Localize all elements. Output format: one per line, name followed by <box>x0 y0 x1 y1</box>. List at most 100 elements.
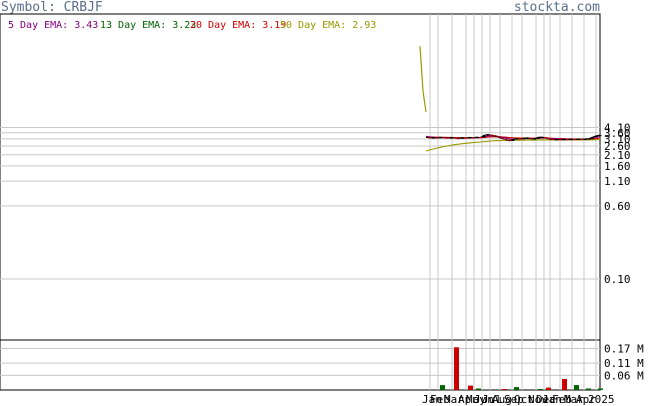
volume-bar <box>454 347 459 390</box>
candle <box>478 137 482 139</box>
y-tick-label: 4.10 <box>604 121 631 134</box>
y-tick-label: 1.10 <box>604 175 631 188</box>
volume-bar <box>574 385 579 390</box>
x-tick-label: Mar <box>444 393 464 406</box>
volume-tick-label: 0.06 M <box>604 369 644 382</box>
price-panel-frame <box>0 13 601 341</box>
candle <box>573 139 577 141</box>
x-tick-label: Feb <box>552 393 572 406</box>
candle <box>482 135 486 138</box>
x-tick-label: Jul <box>482 393 502 406</box>
y-tick-label: 1.60 <box>604 160 631 173</box>
candle <box>439 137 442 139</box>
candle <box>515 138 519 140</box>
candle <box>460 137 464 139</box>
y-tick-label: 0.10 <box>604 273 631 286</box>
candle <box>493 135 497 137</box>
x-tick-label: Sep <box>504 393 524 406</box>
x-tick-label: Jan <box>542 393 562 406</box>
y-tick-label: 0.60 <box>604 200 631 213</box>
x-tick-label: Jan <box>422 393 442 406</box>
volume-bar <box>502 389 507 390</box>
x-tick-label: Dec <box>536 393 556 406</box>
candle <box>544 137 548 139</box>
listing-spike <box>419 46 427 112</box>
x-tick-label: Apr <box>458 393 478 406</box>
x-tick-label: Nov <box>528 393 548 406</box>
candle <box>428 137 432 139</box>
candle <box>435 137 439 139</box>
candle <box>584 138 587 140</box>
candle <box>431 137 435 139</box>
candle <box>442 137 446 139</box>
candle <box>598 135 602 137</box>
candle <box>489 134 493 136</box>
x-tick-label: Feb <box>430 393 450 406</box>
candle <box>449 137 453 139</box>
volume-bar <box>562 379 567 390</box>
candle <box>594 135 598 138</box>
volume-tick-label: 0.11 M <box>604 357 644 370</box>
grid <box>0 14 600 390</box>
y-tick-label: 2.60 <box>604 140 631 153</box>
candle <box>468 137 471 139</box>
candle <box>453 137 457 139</box>
candle <box>555 139 558 141</box>
volume-tick-label: 0.17 M <box>604 343 644 356</box>
volume-bar <box>514 387 519 390</box>
symbol-label: Symbol: CRBJF <box>1 0 103 15</box>
candle <box>518 138 522 140</box>
volume-panel-frame <box>0 339 601 391</box>
volume-bar <box>468 385 473 390</box>
candle <box>471 137 475 139</box>
candle <box>526 137 529 139</box>
y-tick-label: 3.10 <box>604 133 631 146</box>
volume-bar <box>598 388 603 390</box>
axis-labels: JanFebMarAprMayJunJulAugSepOctNovDecJanF… <box>422 121 644 406</box>
volume-bars <box>440 347 603 390</box>
candle <box>587 138 591 140</box>
candle <box>562 139 566 141</box>
candle <box>551 139 555 141</box>
x-tick-label: Aug <box>492 393 512 406</box>
volume-bar <box>538 389 543 390</box>
candle <box>511 139 515 141</box>
x-tick-label: 2025 <box>588 393 615 406</box>
x-tick-label: Apr <box>576 393 596 406</box>
volume-bar <box>546 387 551 390</box>
candle <box>446 137 450 139</box>
candle <box>529 137 533 139</box>
x-tick-label: Jun <box>474 393 494 406</box>
legend-entry-ema50: 50 Day EMA: 2.93 <box>280 20 376 31</box>
candle <box>536 137 540 139</box>
candle <box>547 137 551 140</box>
candle <box>457 138 461 140</box>
candle <box>475 137 479 139</box>
x-tick-label: May <box>466 393 486 406</box>
legend-entry-ema13: 13 Day EMA: 3.23 <box>100 20 196 31</box>
candle <box>565 139 569 141</box>
candle <box>497 136 500 138</box>
candle <box>507 139 511 141</box>
y-tick-label: 2.10 <box>604 149 631 162</box>
y-tick-label: 3.60 <box>604 127 631 140</box>
candle <box>500 137 504 139</box>
candle <box>533 138 537 140</box>
volume-bar <box>586 388 591 390</box>
candle <box>591 137 595 139</box>
x-tick-label: Oct <box>514 393 534 406</box>
candle <box>486 134 490 136</box>
volume-bar <box>476 388 481 390</box>
site-label: stockta.com <box>514 0 600 15</box>
candle <box>580 139 584 140</box>
candle <box>540 137 544 139</box>
candle <box>522 138 526 140</box>
volume-bar <box>440 385 445 390</box>
legend-entry-ema5: 5 Day EMA: 3.43 <box>8 20 98 31</box>
legend-entry-ema20: 20 Day EMA: 3.19 <box>190 20 286 31</box>
candle <box>569 139 573 141</box>
candle <box>504 138 508 140</box>
price-series <box>419 46 602 152</box>
